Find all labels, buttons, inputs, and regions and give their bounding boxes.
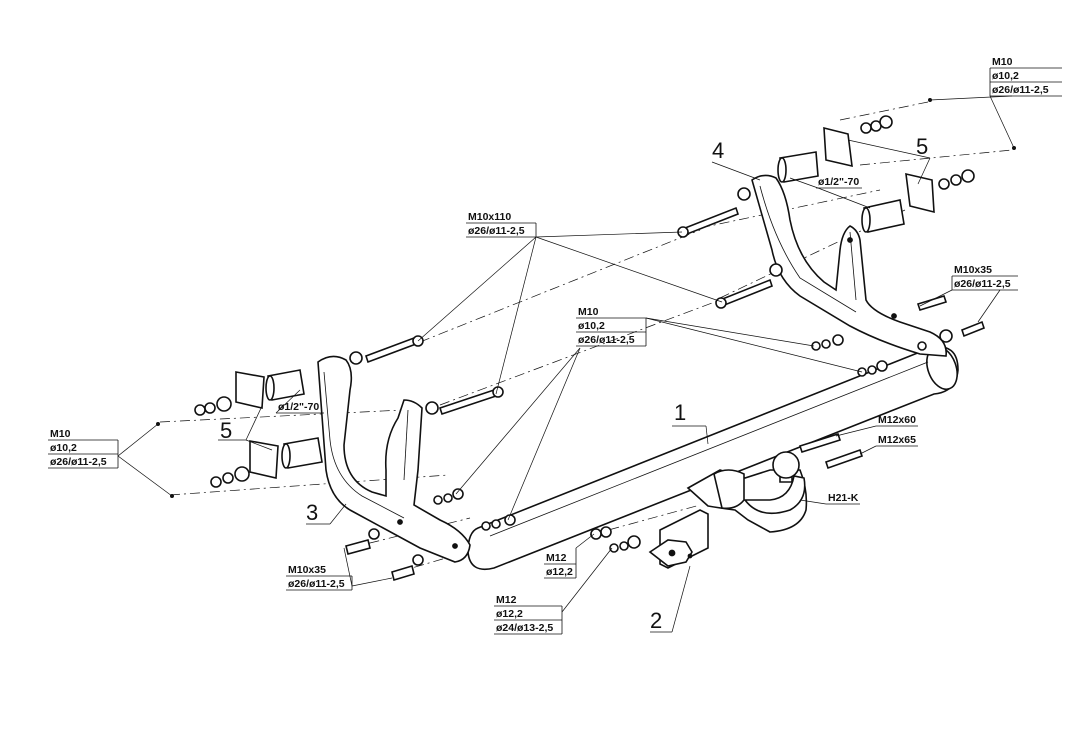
left-bracket	[317, 355, 471, 563]
label-text: M10x110	[468, 211, 511, 223]
socket-plate	[648, 509, 709, 569]
label-text: M10	[578, 306, 599, 318]
label-text: ø10,2	[50, 442, 77, 454]
left-spacers	[235, 369, 323, 479]
label-text: ø10,2	[992, 70, 1019, 82]
label-text: ø24/ø13-2,5	[496, 622, 553, 634]
label-text: M10x35	[954, 264, 992, 276]
label-text: M12x60	[878, 414, 916, 426]
label-text: ø26/ø11-2,5	[578, 334, 635, 346]
part-number-5-left: 5	[220, 418, 232, 443]
label-m12-b: M12 ø12,2 ø24/ø13-2,5	[494, 594, 563, 635]
ball-hitch	[686, 451, 808, 533]
label-text: M12x65	[878, 434, 916, 446]
right-spacers	[777, 126, 935, 233]
label-text: M12	[496, 594, 517, 606]
label-text: M10	[992, 56, 1013, 68]
cross-beam	[467, 345, 959, 571]
part-number-3: 3	[306, 500, 318, 525]
label-text: M12	[546, 552, 567, 564]
label-text: ø1/2"-70	[278, 401, 319, 413]
label-m10x110: M10x110 ø26/ø11-2,5	[466, 211, 537, 238]
label-m10-top-right: M10 ø10,2 ø26/ø11-2,5	[989, 56, 1062, 97]
label-text: ø26/ø11-2,5	[288, 578, 345, 590]
part-number-5-right: 5	[916, 134, 928, 159]
label-text: M10	[50, 428, 71, 440]
label-m10x35-left: M10x35 ø26/ø11-2,5	[286, 564, 353, 591]
label-m10x35-right: M10x35 ø26/ø11-2,5	[951, 264, 1018, 291]
label-text: ø26/ø11-2,5	[954, 278, 1011, 290]
part-number-4: 4	[712, 138, 724, 163]
bolts	[345, 206, 985, 582]
label-text: M10x35	[288, 564, 326, 576]
label-text: ø26/ø11-2,5	[50, 456, 107, 468]
spec-labels: M10 ø10,2 ø26/ø11-2,5 M10x110 ø26/ø11-2,…	[48, 56, 1062, 635]
part-numbers: 1 2 3 4 5 5	[220, 134, 928, 633]
leader-lines	[117, 95, 1017, 633]
label-m10-center: M10 ø10,2 ø26/ø11-2,5	[576, 306, 647, 347]
label-m12-a: M12 ø12,2	[544, 548, 577, 579]
label-pipe-left: ø1/2"-70	[276, 401, 324, 414]
label-text: ø26/ø11-2,5	[992, 84, 1049, 96]
label-text: ø1/2"-70	[818, 176, 859, 188]
part-number-2: 2	[650, 608, 662, 633]
part-number-1: 1	[674, 400, 686, 425]
label-h21k: H21-K	[826, 492, 860, 505]
label-m12x60: M12x60	[876, 414, 918, 427]
washers-nuts	[194, 115, 975, 566]
label-pipe-right: ø1/2"-70	[816, 176, 862, 189]
label-text: ø12,2	[546, 566, 573, 578]
label-text: H21-K	[828, 492, 859, 504]
label-text: ø12,2	[496, 608, 523, 620]
label-text: ø10,2	[578, 320, 605, 332]
label-m10-left: M10 ø10,2 ø26/ø11-2,5	[48, 428, 119, 469]
label-m12x65: M12x65	[876, 434, 918, 447]
label-text: ø26/ø11-2,5	[468, 225, 525, 237]
right-bracket	[751, 174, 947, 357]
